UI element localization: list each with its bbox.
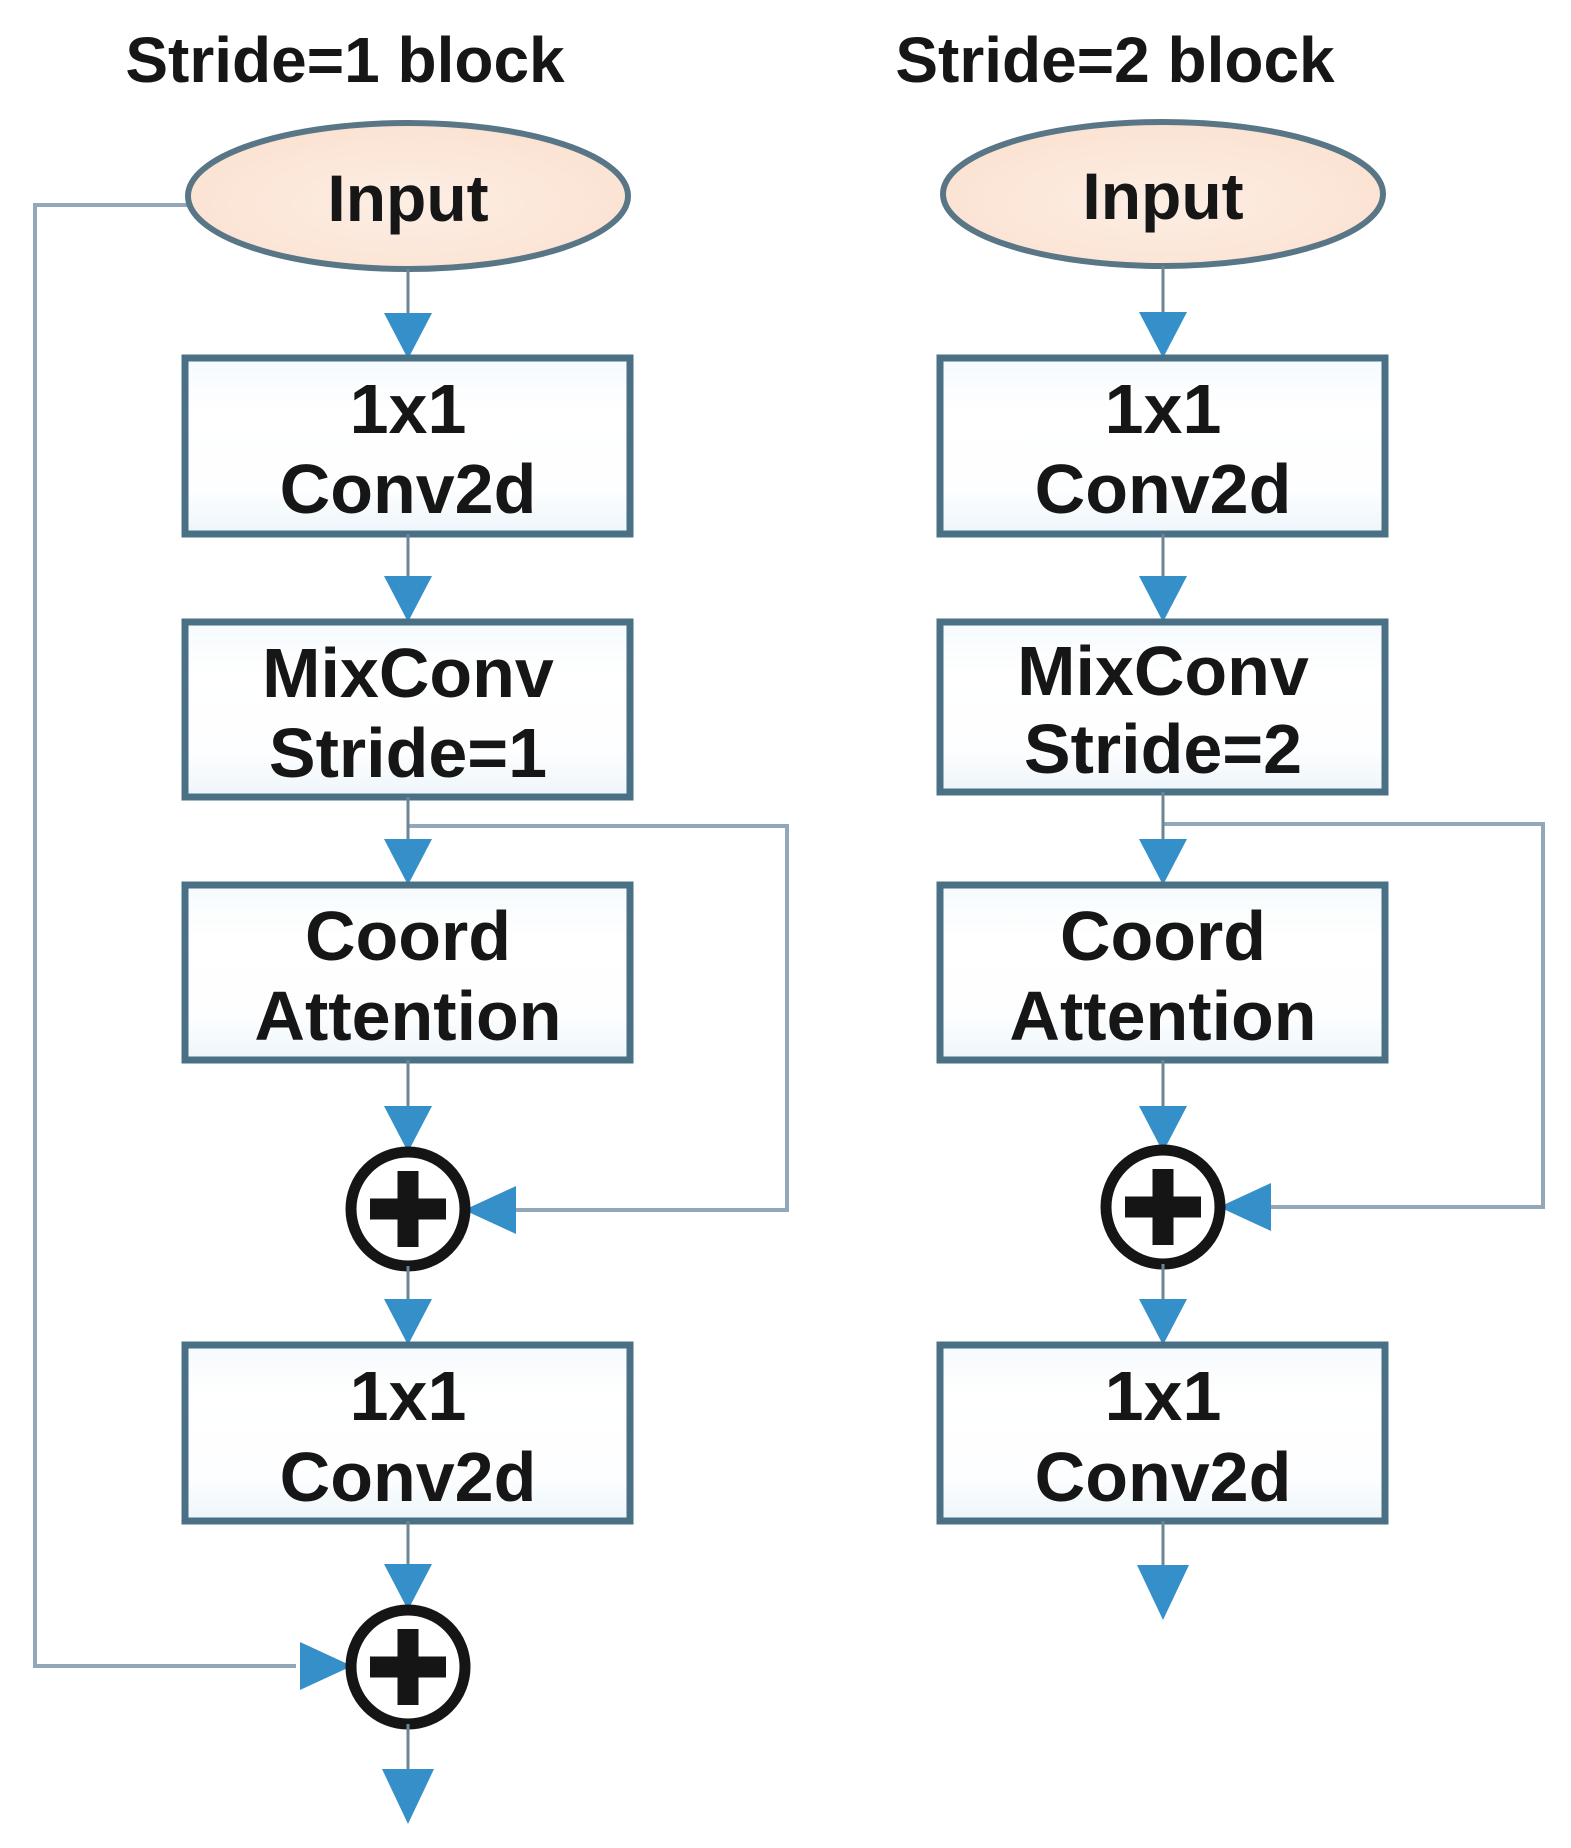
stride2-block: Stride=2 block Input 1x1 Conv2d MixConv … [895,24,1545,1620]
conv1-label-line2: Conv2d [280,450,537,528]
coord-attention-label-line1: Coord [1060,897,1266,975]
mixconv-node [181,618,634,801]
arrow-down-icon [382,1769,434,1824]
conv2-label-line2: Conv2d [280,1438,537,1516]
arrow-down-icon [1139,1299,1187,1345]
mixconv-label-line1: MixConv [1017,632,1309,710]
arrow-down-icon [1139,839,1187,885]
circled-plus-icon [370,1629,446,1705]
arrow-down-icon [1139,1106,1187,1152]
arrow-right-icon [300,1642,352,1690]
conv1-label-line1: 1x1 [1105,370,1222,448]
stride1-block: Stride=1 block Input 1x1 Conv2d MixConv … [33,24,789,1824]
arrow-left-icon [1219,1183,1271,1231]
arrow-down-icon [384,839,432,885]
arrow-down-icon [384,313,432,359]
input-node-label: Input [1082,159,1243,233]
coord-attention-label-line1: Coord [305,897,511,975]
conv1-label-line2: Conv2d [1035,450,1292,528]
circled-plus-icon [1125,1169,1201,1245]
mixconv-node [936,618,1389,796]
arrow-down-icon [1139,312,1187,358]
coord-attention-node [181,881,634,1064]
stride1-title: Stride=1 block [125,24,565,96]
circled-plus-icon [370,1171,446,1247]
arrow-down-icon [384,576,432,622]
mixconv-label-line2: Stride=1 [269,714,547,792]
input-skip-line [33,203,296,1668]
mixconv-skip-line [1163,822,1545,1209]
arrow-left-icon [464,1186,516,1234]
stride2-title: Stride=2 block [895,24,1335,96]
arrow-down-icon [384,1299,432,1345]
coord-attention-label-line2: Attention [254,977,561,1055]
conv2-node [936,1341,1389,1525]
mixconv-label-line1: MixConv [262,634,554,712]
coord-attention-node [936,881,1389,1064]
input-node-label: Input [327,161,488,235]
conv1-node [936,354,1389,538]
conv2-node [181,1341,634,1525]
arrow-down-icon [1137,1565,1189,1620]
arrow-down-icon [1139,576,1187,622]
mixconv-skip-line [408,824,789,1212]
mixconv-label-line2: Stride=2 [1024,710,1302,788]
conv2-label-line2: Conv2d [1035,1438,1292,1516]
conv1-label-line1: 1x1 [350,370,467,448]
conv2-label-line1: 1x1 [350,1357,467,1435]
coord-attention-label-line2: Attention [1009,977,1316,1055]
arrow-down-icon [384,1106,432,1152]
arrow-down-icon [384,1564,432,1610]
conv2-label-line1: 1x1 [1105,1357,1222,1435]
